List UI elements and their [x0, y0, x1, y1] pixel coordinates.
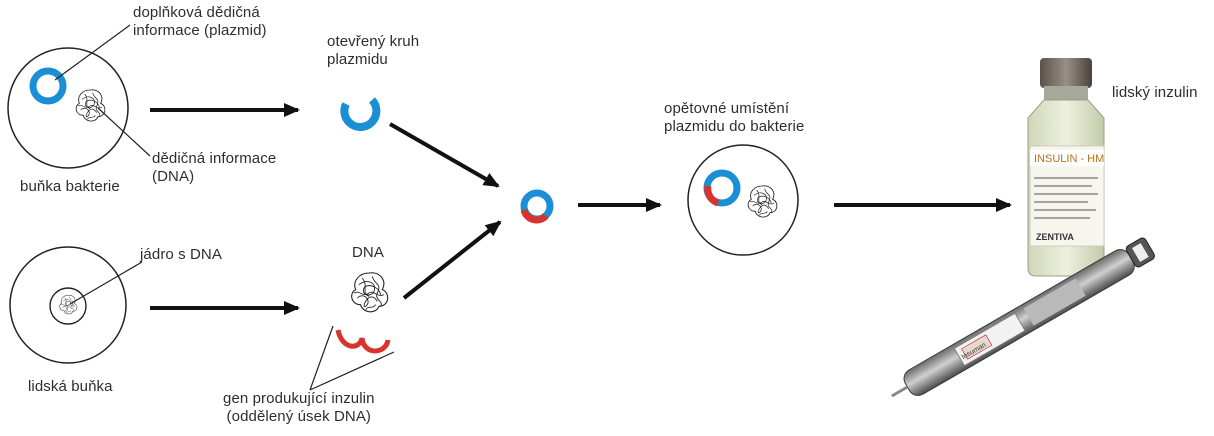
human-insulin-label: lidský inzulin: [1112, 84, 1198, 101]
isolated-dna-coil: [351, 272, 389, 313]
nucleus-callout-line: [69, 261, 143, 305]
dna-callout-line: [97, 107, 151, 157]
nucleus: [49, 287, 87, 325]
bacterial-cell: [7, 24, 151, 169]
insulin-pen: Insuman: [891, 237, 1155, 398]
plasmid-ring: [29, 67, 67, 105]
bacterial-dna-coil: [75, 89, 106, 122]
open-plasmid-ring: [340, 97, 381, 131]
nucleus-label: jádro s DNA: [140, 246, 222, 263]
insulin-vial: INSULIN - HM ZENTIVA: [1027, 58, 1105, 277]
plasmid-callout-line: [54, 24, 131, 81]
plasmid-label: doplňková dědičná informace (plazmid): [133, 4, 267, 39]
vial-label: INSULIN - HM: [1034, 153, 1104, 165]
insulin-gene-segment: [309, 325, 395, 391]
dna-label: DNA: [352, 244, 384, 261]
open-plasmid-label: otevřený kruh plazmidu: [327, 33, 420, 68]
nucleus-dna-coil: [59, 295, 78, 315]
human-cell-label: lidská buňka: [28, 378, 113, 395]
arrow-plasmid-to-recombinant: [389, 122, 500, 188]
insulin-gene-label: gen produkující inzulin (oddělený úsek D…: [223, 390, 375, 425]
recombinant-bacterium: [687, 144, 799, 256]
recombinant-plasmid: [520, 189, 554, 224]
reinsertion-label: opětovné umístění plazmidu do bakterie: [664, 100, 805, 135]
bacterial-cell-label: buňka bakterie: [20, 178, 120, 195]
human-cell: [9, 246, 143, 364]
vial-brand: ZENTIVA: [1036, 232, 1074, 242]
arrow-gene-to-recombinant: [402, 220, 502, 300]
bacterial-dna-label: dědičná informace (DNA): [152, 150, 277, 185]
